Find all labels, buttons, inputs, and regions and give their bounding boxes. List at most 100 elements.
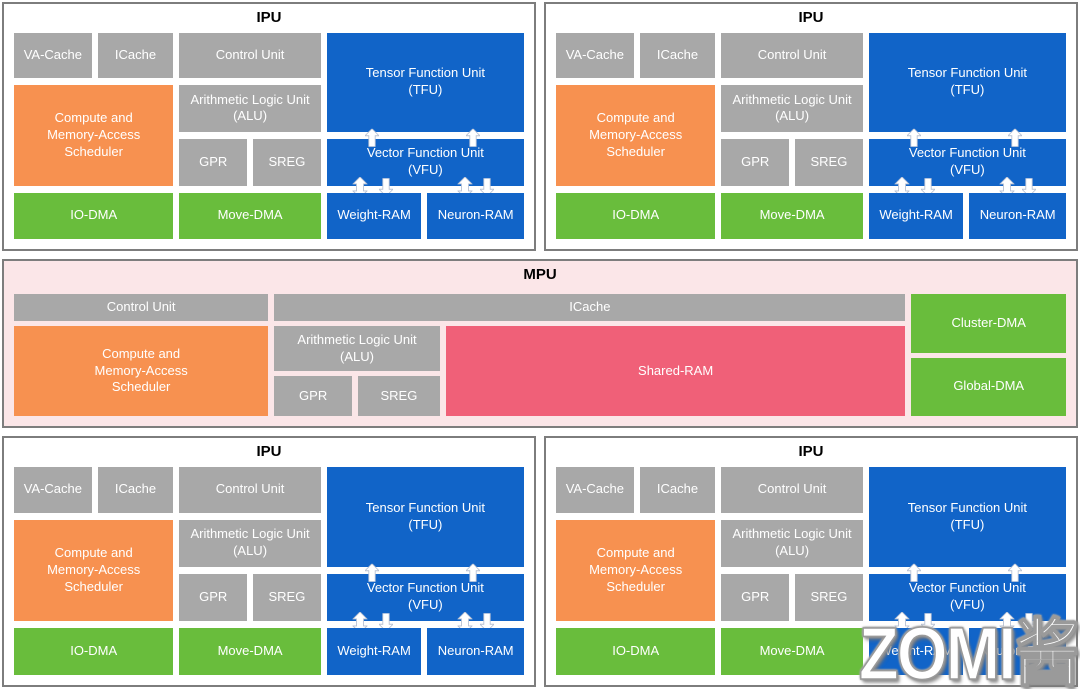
sreg-block: SREG (795, 573, 863, 622)
move-dma-block: Move-DMA (721, 628, 863, 675)
alu-block: Arithmetic Logic Unit (ALU) (179, 519, 321, 567)
global-dma-block: Global-DMA (911, 357, 1066, 416)
mpu-gpr-label: GPR (299, 387, 328, 403)
mpu-dma-column: Cluster-DMA Global-DMA (911, 294, 1066, 416)
io-dma-label: IO-DMA (612, 207, 660, 223)
va-cache-block: VA-Cache (14, 467, 92, 513)
gpr-label: GPR (199, 153, 228, 169)
control-unit-label: Control Unit (215, 481, 285, 497)
va-cache-label: VA-Cache (23, 481, 82, 497)
scheduler-block: Compute and Memory-Access Scheduler (14, 85, 174, 186)
neuron-ram-label: Neuron-RAM (979, 207, 1056, 223)
mpu-control-unit-label: Control Unit (106, 299, 176, 315)
ipu-block-grid: VA-Cache ICache Control Unit Tensor Func… (14, 33, 524, 239)
vfu-label: Vector Function Unit (VFU) (366, 145, 484, 178)
gpr-block: GPR (179, 573, 248, 622)
scheduler-block: Compute and Memory-Access Scheduler (14, 519, 174, 622)
icache-block: ICache (639, 467, 716, 513)
icache-block: ICache (97, 33, 174, 79)
neuron-ram-label: Neuron-RAM (437, 207, 514, 223)
weight-ram-block: Weight-RAM (868, 192, 964, 239)
sreg-label: SREG (810, 588, 848, 604)
ipu-panel: IPU VA-Cache ICache Control Unit Tensor … (2, 2, 536, 251)
ipu-panel-title: IPU (798, 443, 824, 460)
scheduler-block: Compute and Memory-Access Scheduler (556, 85, 716, 186)
alu-label: Arithmetic Logic Unit (ALU) (190, 91, 310, 124)
sreg-block: SREG (795, 138, 863, 186)
move-dma-block: Move-DMA (721, 192, 863, 239)
control-unit-block: Control Unit (179, 33, 321, 79)
control-unit-label: Control Unit (215, 47, 285, 63)
icache-label: ICache (656, 47, 699, 63)
tensor-function-unit-block: Tensor Function Unit (TFU) (868, 33, 1066, 132)
icache-label: ICache (114, 47, 157, 63)
va-cache-label: VA-Cache (565, 481, 624, 497)
tfu-label: Tensor Function Unit (TFU) (365, 65, 485, 98)
mpu-sreg-label: SREG (380, 387, 418, 403)
ipu-panel-title: IPU (256, 9, 282, 26)
va-cache-block: VA-Cache (14, 33, 92, 79)
io-dma-block: IO-DMA (14, 628, 174, 675)
va-cache-block: VA-Cache (556, 33, 634, 79)
ipu-panel: IPU VA-Cache ICache Control Unit Tensor … (544, 436, 1078, 687)
sreg-block: SREG (253, 138, 321, 186)
sreg-label: SREG (810, 153, 848, 169)
va-cache-block: VA-Cache (556, 467, 634, 513)
vector-function-unit-block: Vector Function Unit (VFU) (326, 128, 524, 198)
ipu-block-grid: VA-Cache ICache Control Unit Tensor Func… (14, 467, 524, 675)
tfu-label: Tensor Function Unit (TFU) (365, 499, 485, 532)
mpu-control-unit-block: Control Unit (14, 294, 269, 321)
bottom-ipu-row: IPU VA-Cache ICache Control Unit Tensor … (2, 436, 1078, 687)
ipu-panel-bottom-right: IPU VA-Cache ICache Control Unit Tensor … (544, 436, 1078, 687)
global-dma-label: Global-DMA (953, 378, 1025, 394)
sreg-block: SREG (253, 573, 321, 622)
neuron-ram-label: Neuron-RAM (979, 643, 1056, 659)
ipu-block-grid: VA-Cache ICache Control Unit Tensor Func… (556, 33, 1066, 239)
va-cache-label: VA-Cache (23, 47, 82, 63)
control-unit-block: Control Unit (721, 33, 863, 79)
mpu-block-grid: Control Unit ICache Compute and Memory-A… (14, 294, 1066, 416)
control-unit-label: Control Unit (757, 481, 827, 497)
gpr-block: GPR (721, 573, 790, 622)
control-unit-label: Control Unit (757, 47, 827, 63)
ipu-panel-title: IPU (798, 9, 824, 26)
mpu-alu-label: Arithmetic Logic Unit (ALU) (297, 331, 417, 364)
mpu-sreg-block: SREG (358, 376, 440, 416)
mpu-alu-block: Arithmetic Logic Unit (ALU) (274, 326, 440, 371)
tfu-label: Tensor Function Unit (TFU) (907, 499, 1027, 532)
io-dma-label: IO-DMA (70, 207, 118, 223)
alu-block: Arithmetic Logic Unit (ALU) (721, 85, 863, 132)
vector-function-unit-block: Vector Function Unit (VFU) (868, 128, 1066, 198)
tensor-function-unit-block: Tensor Function Unit (TFU) (326, 33, 524, 132)
alu-label: Arithmetic Logic Unit (ALU) (732, 91, 852, 124)
move-dma-label: Move-DMA (759, 207, 825, 223)
move-dma-label: Move-DMA (217, 207, 283, 223)
gpr-block: GPR (721, 138, 790, 186)
gpr-label: GPR (199, 588, 228, 604)
top-ipu-row: IPU VA-Cache ICache Control Unit Tensor … (2, 2, 1078, 251)
tensor-function-unit-block: Tensor Function Unit (TFU) (868, 467, 1066, 567)
gpr-block: GPR (179, 138, 248, 186)
ipu-panel-bottom-left: IPU VA-Cache ICache Control Unit Tensor … (2, 436, 536, 687)
move-dma-block: Move-DMA (179, 628, 321, 675)
ipu-panel-top-left: IPU VA-Cache ICache Control Unit Tensor … (2, 2, 536, 251)
icache-block: ICache (97, 467, 174, 513)
neuron-ram-block: Neuron-RAM (969, 628, 1066, 675)
mpu-icache-block: ICache (274, 294, 906, 321)
weight-ram-label: Weight-RAM (337, 643, 411, 659)
alu-label: Arithmetic Logic Unit (ALU) (732, 526, 852, 559)
move-dma-label: Move-DMA (217, 643, 283, 659)
va-cache-label: VA-Cache (565, 47, 624, 63)
weight-ram-block: Weight-RAM (326, 192, 422, 239)
cluster-dma-block: Cluster-DMA (911, 294, 1066, 353)
mpu-scheduler-label: Compute and Memory-Access Scheduler (94, 345, 188, 395)
mpu-icache-label: ICache (569, 299, 611, 315)
vector-function-unit-block: Vector Function Unit (VFU) (326, 563, 524, 634)
ipu-panel: IPU VA-Cache ICache Control Unit Tensor … (2, 436, 536, 687)
weight-ram-label: Weight-RAM (879, 643, 953, 659)
icache-label: ICache (114, 481, 157, 497)
weight-ram-label: Weight-RAM (879, 207, 953, 223)
io-dma-label: IO-DMA (70, 643, 118, 659)
vfu-label: Vector Function Unit (VFU) (908, 145, 1026, 178)
